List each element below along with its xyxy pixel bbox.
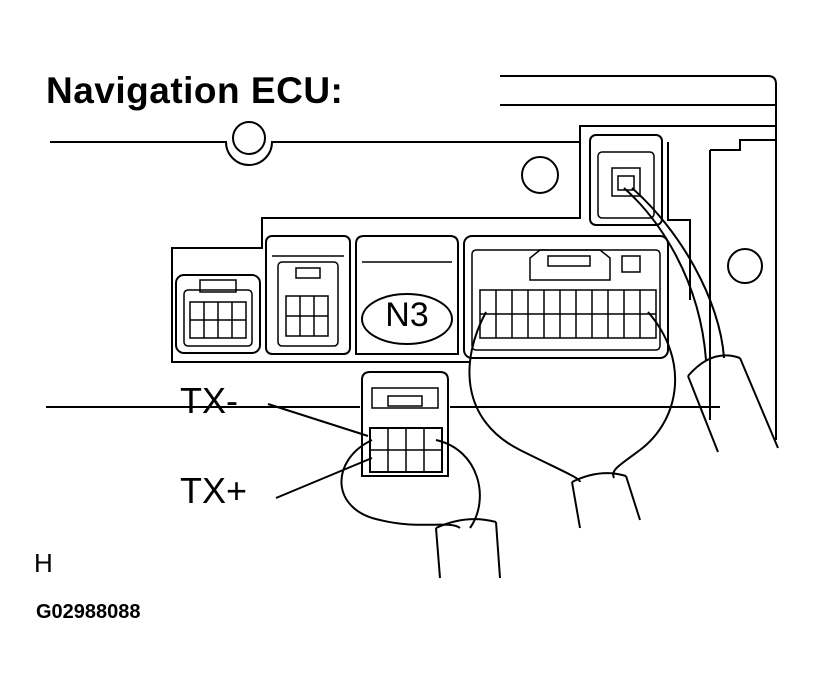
- mount-hole: [521, 156, 559, 194]
- harness-connector: [361, 371, 449, 477]
- probe-wires: [340, 187, 779, 579]
- n3-connector-label: N3: [385, 296, 429, 334]
- n3-connector: [355, 235, 459, 355]
- tx-plus-label: TX+: [180, 470, 248, 511]
- ecu-connector-small-1: [175, 274, 261, 354]
- tx-minus-label: TX-: [180, 380, 238, 421]
- ecu-connector-small-2: [265, 235, 351, 355]
- n3-label-oval: [361, 293, 453, 345]
- figure-id: G02988088: [36, 601, 141, 623]
- tx-minus-leader: [267, 403, 369, 437]
- mount-hole: [727, 248, 763, 284]
- tx-plus-leader: [275, 457, 373, 499]
- ecu-connector-large: [463, 235, 669, 359]
- mount-hole: [232, 121, 266, 155]
- diagram-title: Navigation ECU:: [46, 70, 344, 111]
- ecu-housing: [46, 75, 777, 440]
- view-label: H: [34, 548, 53, 578]
- ecu-connector-square: [589, 134, 663, 226]
